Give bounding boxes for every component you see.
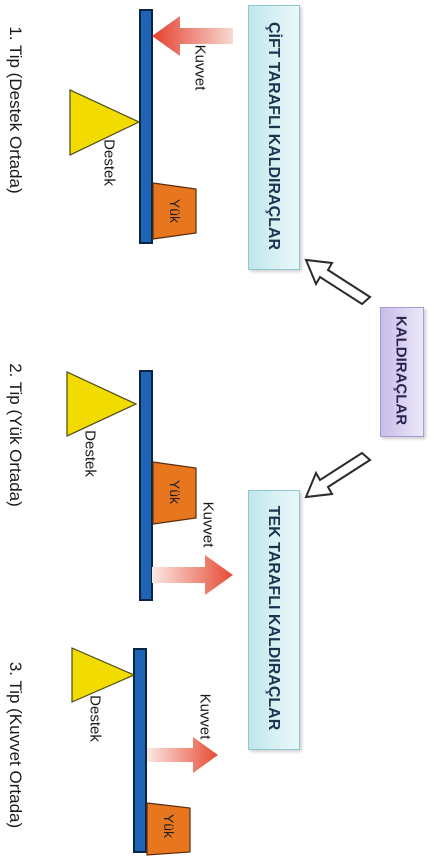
load-block (152, 182, 197, 240)
single-sided-box (248, 490, 300, 750)
lever-bar (139, 9, 153, 244)
fulcrum-label-1: Destek (100, 139, 118, 186)
fulcrum-triangle (69, 89, 141, 156)
lever-bar (139, 370, 153, 601)
fulcrum-triangle (71, 647, 136, 703)
double-sided-box (248, 5, 300, 270)
fulcrum-label-3: Destek (86, 695, 104, 742)
load-block (152, 461, 197, 525)
load-label-1: Yük (167, 198, 183, 224)
force-arrow (152, 16, 233, 56)
force-label-1: Kuvvet (191, 44, 209, 91)
force-label-2: Kuvvet (199, 501, 217, 548)
fulcrum-triangle (66, 371, 138, 437)
connector-arrow-down (304, 451, 372, 499)
load-label-3: Yük (161, 813, 177, 839)
fulcrum-label-2: Destek (81, 430, 99, 477)
load-label-2: Yük (167, 479, 183, 505)
load-block (146, 802, 191, 856)
force-label-3: Kuvvet (196, 693, 214, 740)
connector-arrow-up (304, 258, 372, 306)
main-title-box (380, 307, 424, 437)
lever-bar (133, 648, 147, 853)
force-arrow (152, 555, 233, 595)
force-arrow (147, 737, 218, 773)
